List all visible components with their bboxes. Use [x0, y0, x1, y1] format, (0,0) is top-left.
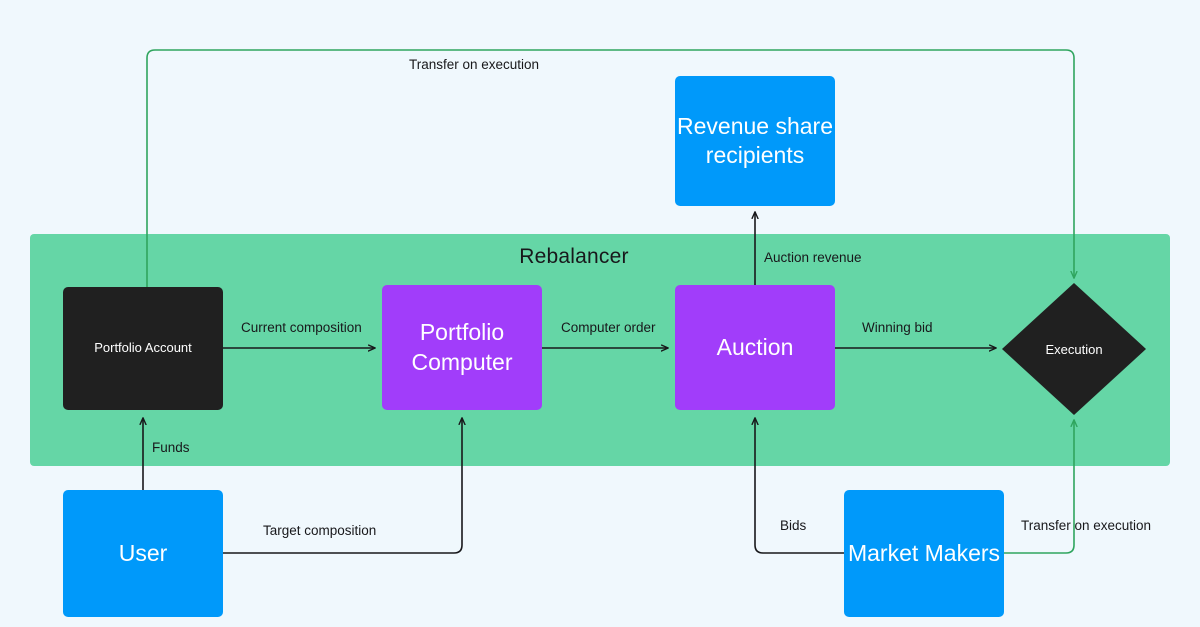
edge-label-winning-bid: Winning bid: [862, 320, 933, 335]
node-portfolio-account[interactable]: Portfolio Account: [63, 287, 223, 410]
node-market-makers[interactable]: Market Makers: [844, 490, 1004, 617]
edge-label-transfer-on-execution-bottom: Transfer on execution: [1021, 518, 1152, 533]
execution-label: Execution: [1045, 341, 1103, 357]
node-auction[interactable]: Auction: [675, 285, 835, 410]
node-execution[interactable]: Execution: [1002, 283, 1146, 415]
edge-label-current-composition: Current composition: [241, 320, 362, 335]
edge-label-target-composition: Target composition: [263, 523, 377, 538]
edge-label-transfer-on-execution-top: Transfer on execution: [409, 57, 540, 72]
edge-label-computer-order: Computer order: [561, 320, 656, 335]
node-portfolio-computer[interactable]: Portfolio Computer: [382, 285, 542, 410]
edge-label-funds: Funds: [152, 440, 190, 455]
edge-label-bids: Bids: [780, 518, 807, 533]
rebalancer-group-title: Rebalancer: [519, 245, 629, 268]
node-user[interactable]: User: [63, 490, 223, 617]
edge-label-auction-revenue: Auction revenue: [764, 250, 862, 265]
node-revenue-share-recipients[interactable]: Revenue share recipients: [675, 76, 835, 206]
